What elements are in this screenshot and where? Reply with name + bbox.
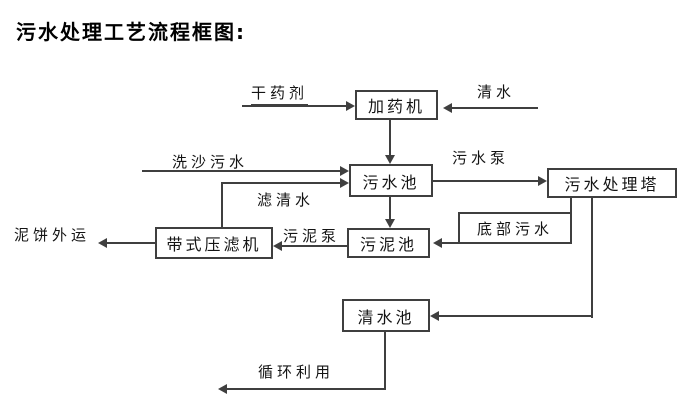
arrow-head-sewage-pump-icon (538, 176, 547, 186)
flow-label-bottom-sewage-text: 底部污水 (476, 219, 553, 238)
node-belt-filter-press: 带式压滤机 (155, 227, 273, 259)
node-treatment-tower: 污水处理塔 (547, 168, 677, 198)
arrow-head-dry-agent-icon (346, 101, 355, 111)
arrow-line-dosing-to-sewage-pool (389, 120, 391, 156)
node-clear-water-pool: 清水池 (342, 299, 430, 332)
node-dosing-machine: 加药机 (355, 90, 438, 120)
node-belt-filter-press-label: 带式压滤机 (166, 235, 262, 254)
arrow-head-sludge-pump-icon (273, 241, 282, 251)
arrow-line-sewage-pool-to-sludge (389, 197, 391, 220)
arrow-head-bottom-sewage-icon (433, 238, 442, 248)
arrow-head-tower-to-clear-pool-icon (430, 311, 439, 321)
flow-label-filtered-clear-water: 滤清水 (257, 191, 315, 209)
node-clear-water-pool-label: 清水池 (357, 307, 415, 327)
node-sludge-pool-label: 污泥池 (359, 235, 417, 254)
flow-label-sand-washing-sewage: 洗沙污水 (172, 153, 249, 171)
flow-label-dry-agent: 干药剂 (251, 82, 309, 106)
flow-label-mud-cake-transport: 泥饼外运 (14, 226, 91, 244)
arrow-line-sludge-pump (282, 245, 347, 247)
node-dosing-machine-label: 加药机 (367, 97, 425, 116)
arrow-line-recycling-horizontal (226, 388, 386, 390)
node-sewage-pool: 污水池 (349, 164, 433, 197)
arrow-line-dry-agent (242, 105, 347, 107)
arrow-head-filtered-water-icon (340, 178, 349, 188)
arrow-line-filtered-water-horizontal (221, 182, 341, 184)
arrow-head-recycling-icon (218, 384, 227, 394)
flow-label-sewage-pump: 污水泵 (452, 149, 510, 167)
flow-label-recycling: 循环利用 (258, 363, 335, 381)
arrow-line-filtered-water-vertical (221, 182, 223, 227)
flow-label-bottom-sewage: 底部污水 (458, 212, 572, 242)
flow-label-clear-water: 清水 (477, 83, 516, 101)
arrow-head-mud-cake-icon (98, 238, 107, 248)
flow-label-sludge-pump: 污泥泵 (283, 227, 341, 245)
arrow-head-clear-water-icon (443, 103, 452, 113)
arrow-head-sand-washing-sewage-icon (340, 166, 349, 176)
arrow-line-sewage-pump (433, 180, 539, 182)
node-sewage-pool-label: 污水池 (362, 172, 420, 192)
arrow-line-tower-to-clear-pool-horizontal (439, 315, 593, 317)
node-sludge-pool: 污泥池 (347, 228, 430, 258)
arrow-head-sewage-pool-to-sludge-icon (385, 219, 395, 228)
arrow-line-mud-cake (107, 242, 155, 244)
arrow-head-dosing-to-sewage-pool-icon (385, 155, 395, 164)
arrow-line-bottom-sewage-horizontal (442, 242, 572, 244)
arrow-line-recycling-vertical (384, 332, 386, 390)
node-treatment-tower-label: 污水处理塔 (564, 175, 660, 194)
arrow-line-clear-water (452, 107, 538, 109)
diagram-title: 污水处理工艺流程框图: (16, 20, 246, 44)
arrow-line-sand-washing-sewage (142, 170, 341, 172)
arrow-line-tower-to-clear-pool-vertical (591, 198, 593, 318)
